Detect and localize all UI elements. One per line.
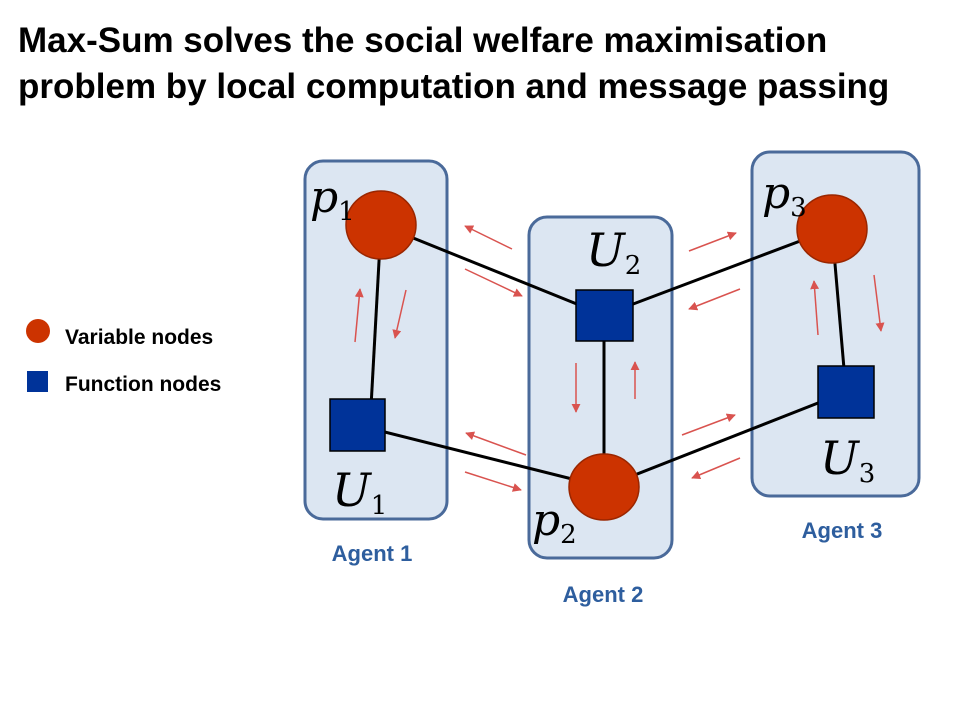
- legend: Variable nodes Function nodes: [26, 319, 221, 396]
- function-node-u2: [575, 289, 634, 342]
- legend-variable-icon: [26, 319, 50, 343]
- function-node-u1: [329, 398, 386, 452]
- variable-label-p1: p1: [310, 172, 355, 227]
- function-label-u1: U1: [332, 463, 387, 521]
- message-arrow: [464, 225, 513, 250]
- message-arrow: [688, 288, 741, 311]
- edge-p2-u1: [356, 423, 605, 489]
- title-line-1: Max-Sum solves the social welfare maximi…: [18, 21, 828, 60]
- variable-node-p3: [796, 194, 868, 264]
- message-arrow: [681, 413, 736, 436]
- function-label-u3: U3: [820, 431, 875, 489]
- message-arrow: [392, 289, 407, 339]
- legend-variable-label: Variable nodes: [65, 326, 213, 349]
- agent-3-label: Agent 3: [802, 518, 883, 543]
- message-arrow: [465, 431, 527, 456]
- message-arrow: [688, 231, 737, 252]
- variable-label-p2: p2: [532, 495, 577, 550]
- edge-p3-u2: [603, 227, 833, 317]
- agent-1-label: Agent 1: [332, 541, 413, 566]
- message-arrow: [691, 457, 741, 480]
- legend-function-label: Function nodes: [65, 373, 221, 396]
- legend-function-icon: [27, 371, 48, 392]
- message-arrow: [354, 288, 364, 343]
- message-arrow: [810, 280, 820, 336]
- agent-2-label: Agent 2: [563, 582, 644, 607]
- slide-title: Max-Sum solves the social welfare maximi…: [18, 18, 948, 110]
- title-line-2: problem by local computation and message…: [18, 67, 890, 106]
- message-arrow: [873, 274, 885, 332]
- message-arrow: [464, 471, 522, 492]
- edge-p2-u3: [603, 390, 847, 489]
- function-label-u2: U2: [586, 223, 641, 281]
- agent-3-box: [750, 150, 921, 498]
- variable-node-p1: [345, 190, 417, 260]
- function-node-u3: [817, 365, 875, 419]
- variable-node-p2: [568, 453, 640, 521]
- edge-p1-u2: [380, 223, 605, 317]
- variable-label-p3: p3: [762, 168, 807, 223]
- message-arrows: [354, 225, 885, 492]
- message-arrow: [464, 268, 523, 297]
